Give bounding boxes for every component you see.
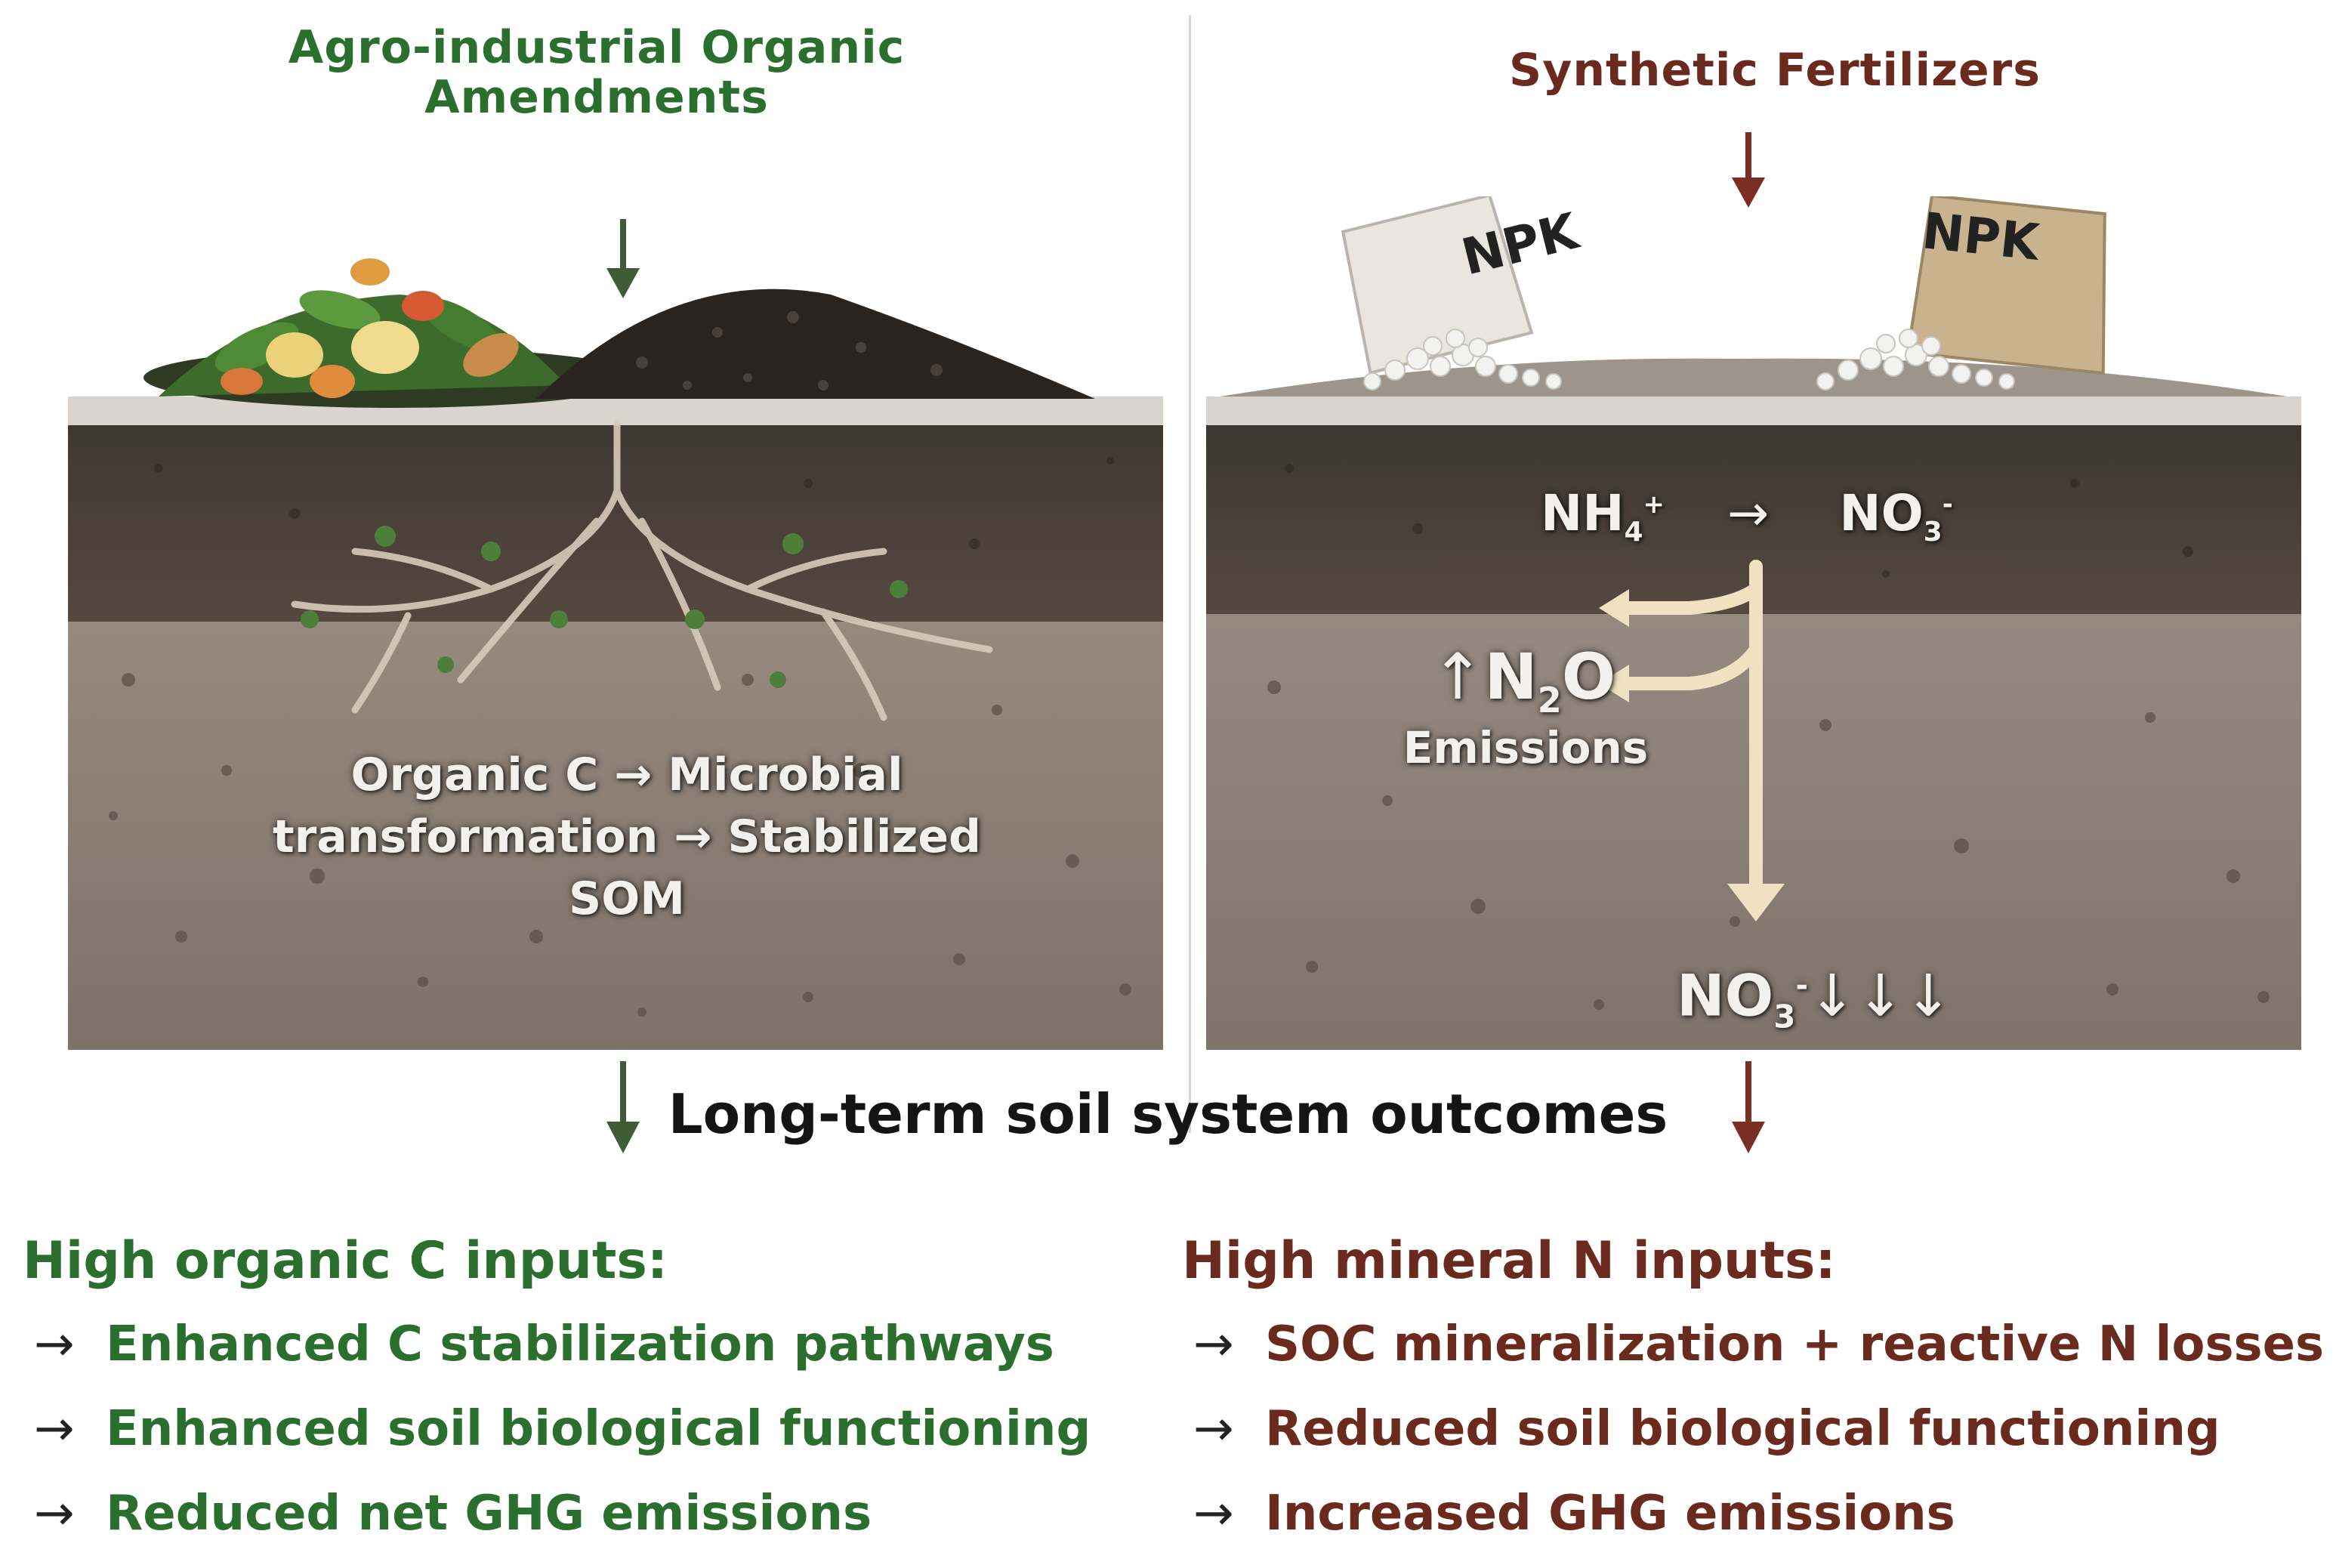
leach-no3: NO bbox=[1677, 961, 1774, 1029]
list-item: → Reduced soil biological functioning bbox=[1182, 1399, 2324, 1459]
item-text: Reduced net GHG emissions bbox=[106, 1486, 872, 1542]
no3-label: NO bbox=[1839, 484, 1924, 542]
list-item: → Increased GHG emissions bbox=[1182, 1483, 2324, 1544]
organic-outcome-arrow bbox=[606, 1061, 640, 1153]
item-arrow: → bbox=[1193, 1401, 1234, 1457]
organic-amendments-title: Agro-industrial Organic Amendments bbox=[249, 23, 944, 122]
nh4-subscript: 4 bbox=[1624, 517, 1643, 548]
outcomes-title: Long-term soil system outcomes bbox=[668, 1082, 1668, 1146]
n2o-o: O bbox=[1561, 640, 1616, 714]
organic-soil-illustration bbox=[68, 258, 1163, 1050]
synthetic-outcome-arrow bbox=[1732, 1061, 1765, 1153]
item-text: Enhanced C stabilization pathways bbox=[106, 1316, 1054, 1372]
synthetic-outcomes-heading: High mineral N inputs: bbox=[1182, 1231, 1836, 1291]
list-item: → Reduced net GHG emissions bbox=[23, 1483, 1091, 1544]
item-arrow: → bbox=[34, 1316, 75, 1372]
synthetic-soil-illustration bbox=[1206, 196, 2301, 1050]
organic-title-line2: Amendments bbox=[424, 71, 769, 124]
organic-outcomes-list: High organic C inputs: → Enhanced C stabi… bbox=[23, 1231, 1091, 1568]
organic-process-text: Organic C → Microbial transformation → S… bbox=[249, 744, 1004, 930]
n2o-n: N bbox=[1484, 640, 1538, 714]
organic-title-line1: Agro-industrial Organic bbox=[288, 21, 906, 74]
synthetic-outcomes-list: High mineral N inputs: → SOC mineralizati… bbox=[1182, 1231, 2324, 1568]
item-text: Enhanced soil biological functioning bbox=[106, 1401, 1091, 1457]
nitrification-arrow: → bbox=[1727, 484, 1770, 542]
n2o-up-arrow: ↑ bbox=[1431, 640, 1485, 714]
item-text: Reduced soil biological functioning bbox=[1265, 1401, 2220, 1457]
npk-bag-label-2: NPK bbox=[1919, 202, 2042, 272]
organic-input-arrow bbox=[606, 219, 640, 298]
item-arrow: → bbox=[34, 1401, 75, 1457]
item-arrow: → bbox=[1193, 1486, 1234, 1542]
list-item: → SOC mineralization + reactive N losses bbox=[1182, 1314, 2324, 1375]
item-text: Increased GHG emissions bbox=[1265, 1486, 1955, 1542]
process-line2: transformation → Stabilized bbox=[273, 810, 981, 863]
synthetic-input-arrow bbox=[1732, 132, 1765, 208]
synthetic-fertilizers-title: Synthetic Fertilizers bbox=[1509, 44, 2041, 97]
list-item: → Enhanced C stabilization pathways bbox=[23, 1314, 1091, 1375]
nitrate-leaching-label: NO3-↓↓↓ bbox=[1677, 952, 1979, 1051]
item-arrow: → bbox=[34, 1486, 75, 1542]
process-line3: SOM bbox=[569, 872, 685, 925]
no3-subscript: 3 bbox=[1923, 517, 1943, 548]
n2o-label: ↑N2O bbox=[1431, 640, 1658, 736]
no3-superscript: - bbox=[1942, 489, 1953, 520]
n2o-subscript: 2 bbox=[1537, 679, 1562, 721]
organic-outcomes-heading: High organic C inputs: bbox=[23, 1231, 668, 1291]
process-line1: Organic C → Microbial bbox=[350, 749, 903, 801]
leaching-arrows: ↓↓↓ bbox=[1808, 961, 1953, 1029]
panel-divider bbox=[1189, 15, 1191, 1133]
item-text: SOC mineralization + reactive N losses bbox=[1265, 1316, 2325, 1372]
nitrification-equation: NH4+ → NO3- bbox=[1541, 474, 2069, 563]
nh4-superscript: + bbox=[1643, 489, 1665, 520]
leach-superscript: - bbox=[1795, 968, 1809, 1003]
list-item: → Enhanced soil biological functioning bbox=[23, 1399, 1091, 1459]
leach-subscript: 3 bbox=[1773, 998, 1796, 1036]
emissions-label: Emissions bbox=[1403, 722, 1649, 773]
item-arrow: → bbox=[1193, 1316, 1234, 1372]
nh4-label: NH bbox=[1541, 484, 1625, 542]
